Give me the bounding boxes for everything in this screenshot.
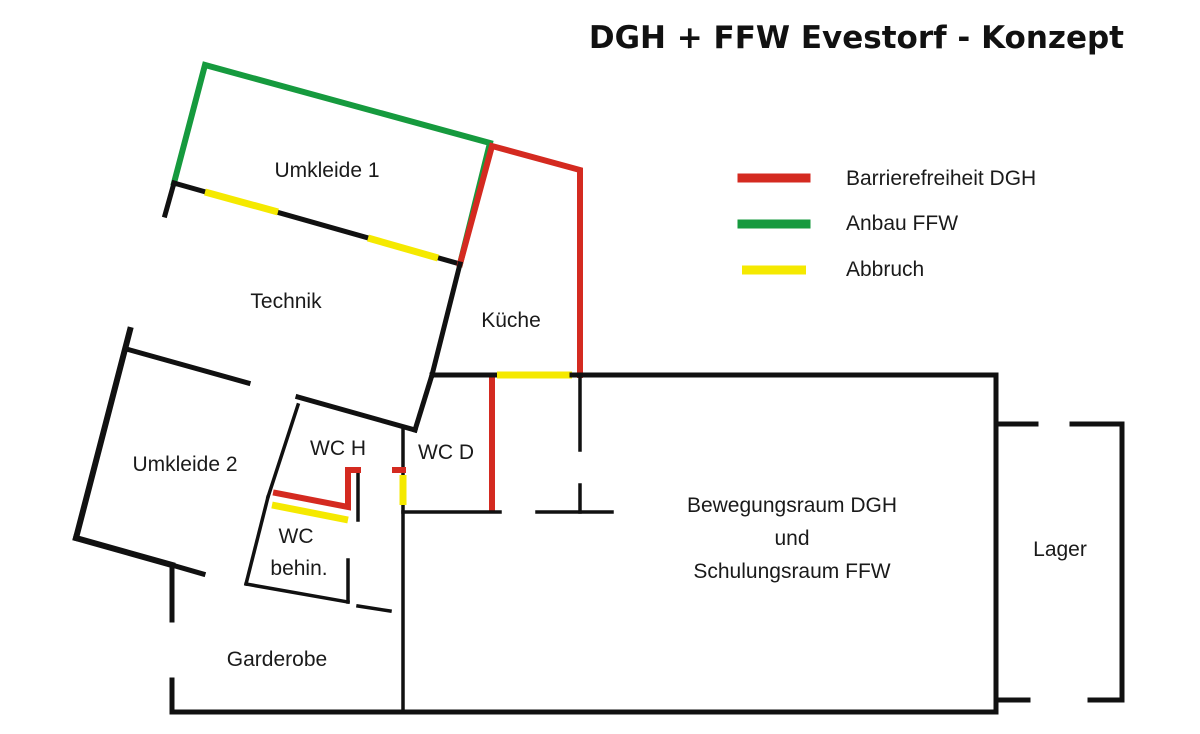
technik-walls <box>126 346 436 434</box>
room-label-wc-behin-1: WC <box>279 525 314 548</box>
room-label-wc-h: WC H <box>310 437 366 460</box>
wc-walls <box>243 402 405 714</box>
room-label-umkleide2: Umkleide 2 <box>132 453 237 476</box>
legend-label-abbruch: Abbruch <box>846 258 924 281</box>
room-label-bewegungsraum-3: Schulungsraum FFW <box>693 560 890 583</box>
hall-walls <box>169 371 999 715</box>
wcd-walls <box>401 375 614 514</box>
legend-label-anbau: Anbau FFW <box>846 212 958 235</box>
lager-walls <box>993 421 1125 703</box>
room-label-lager: Lager <box>1033 538 1087 561</box>
legend: Barrierefreiheit DGH Anbau FFW Abbruch <box>737 167 1036 281</box>
legend-label-barrierefreiheit: Barrierefreiheit DGH <box>846 167 1036 190</box>
room-label-technik: Technik <box>250 290 322 313</box>
room-label-wc-behin-2: behin. <box>270 557 327 580</box>
room-label-bewegungsraum-2: und <box>774 527 809 550</box>
room-label-umkleide1: Umkleide 1 <box>274 159 379 182</box>
room-label-wc-d: WC D <box>418 441 474 464</box>
room-label-bewegungsraum-1: Bewegungsraum DGH <box>687 494 897 517</box>
wc-modifications <box>271 467 407 524</box>
room-label-kueche: Küche <box>481 309 541 332</box>
room-label-garderobe: Garderobe <box>227 648 327 671</box>
kueche-walls <box>428 142 583 379</box>
diagram-title: DGH + FFW Evestorf - Konzept <box>589 20 1124 56</box>
umkleide2-walls <box>72 326 207 578</box>
